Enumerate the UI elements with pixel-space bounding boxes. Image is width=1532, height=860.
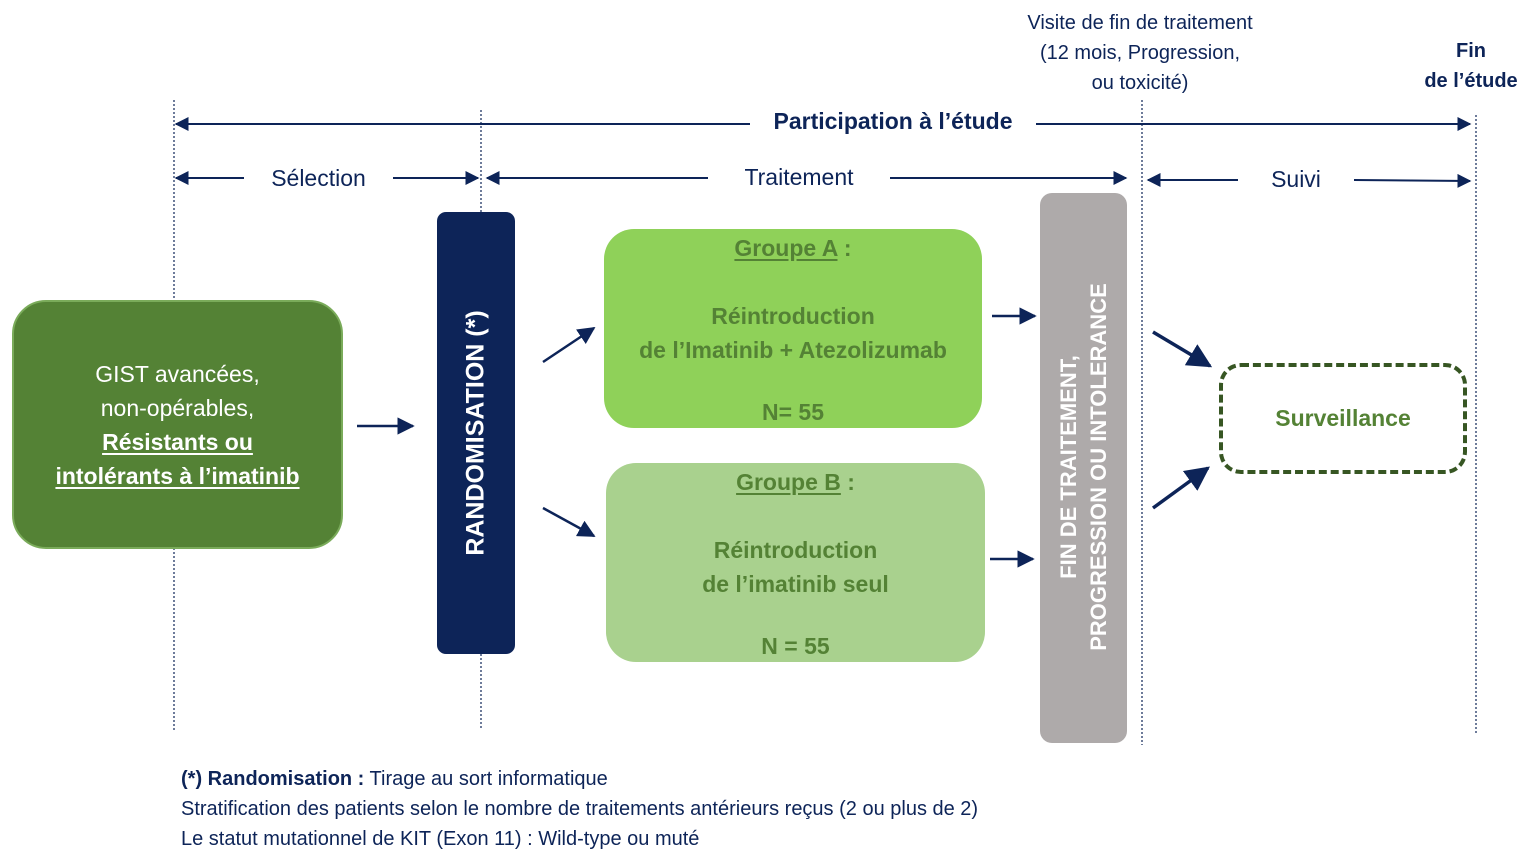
arrow-randomisation-to-group-a [542,326,596,364]
group-b-line-1: Réintroduction [713,537,878,563]
randomisation-bar: RANDOMISATION (*) [437,212,515,654]
followup-arrow-right [1353,173,1472,188]
arrow-end-to-surveillance-bottom [1151,466,1210,510]
group-a-line-2: de l’Imatinib + Atezolizumab [639,337,947,363]
population-line-3: Résistants ou [102,428,253,455]
group-b-line-2: de l’imatinib seul [702,571,889,597]
arrow-randomisation-to-group-b [542,506,596,538]
end-of-treatment-line-2: PROGRESSION OU INTOLERANCE [1086,283,1111,651]
end-visit-line-3: ou toxicité) [1091,72,1189,94]
end-of-treatment-visit-label: Visite de fin de traitement (12 mois, Pr… [980,8,1300,98]
randomisation-label: RANDOMISATION (*) [461,310,490,556]
footnote-line-2: Stratification des patients selon le nom… [181,798,979,820]
group-a-n: N= 55 [761,399,824,425]
footnote-star: (*) [181,768,203,790]
footnote-line-1: (*) Randomisation : Tirage au sort infor… [181,764,1281,794]
end-of-study-label: Fin de l’étude [1410,36,1532,96]
group-b-box: Groupe B : Réintroduction de l’imatinib … [606,463,985,662]
participation-label: Participation à l’étude [750,106,1036,136]
group-b-n: N = 55 [761,633,830,659]
surveillance-label: Surveillance [1275,405,1411,431]
population-line-1: GIST avancées, [95,360,260,387]
end-study-line-1: Fin [1456,40,1486,62]
end-visit-line-1: Visite de fin de traitement [1027,12,1253,34]
group-a-box: Groupe A : Réintroduction de l’Imatinib … [604,229,982,428]
footnote: (*) Randomisation : Tirage au sort infor… [181,764,1281,854]
footnote-term: Randomisation : [207,768,365,790]
end-of-treatment-bar: FIN DE TRAITEMENT, PROGRESSION OU INTOLE… [1040,193,1127,743]
footnote-line-3: Le statut mutationnel de KIT (Exon 11) :… [181,828,700,850]
group-a-title-row: Groupe A : [734,233,851,263]
group-a-title-colon: : [837,235,852,261]
group-b-title-colon: : [840,469,855,495]
group-b-title: Groupe B [736,469,841,495]
phase-followup-label: Suivi [1271,166,1321,192]
phase-selection-label: Sélection [271,165,366,191]
population-line-4: intolérants à l’imatinib [55,462,300,489]
population-box: GIST avancées, non-opérables, Résistants… [12,300,343,549]
footnote-definition: Tirage au sort informatique [364,768,608,790]
end-of-treatment-label: FIN DE TRAITEMENT, PROGRESSION OU INTOLE… [1054,283,1114,651]
group-b-title-row: Groupe B : [736,467,855,497]
population-line-2: non-opérables, [100,394,255,421]
surveillance-box: Surveillance [1219,363,1467,474]
group-a-title: Groupe A [734,235,838,261]
group-a-line-1: Réintroduction [711,303,875,329]
end-of-treatment-line-1: FIN DE TRAITEMENT, [1056,355,1081,579]
end-visit-line-2: (12 mois, Progression, [1039,42,1241,64]
phase-treatment-label: Traitement [744,164,854,190]
end-study-line-2: de l’étude [1424,70,1518,92]
arrow-end-to-surveillance-top [1152,330,1213,368]
